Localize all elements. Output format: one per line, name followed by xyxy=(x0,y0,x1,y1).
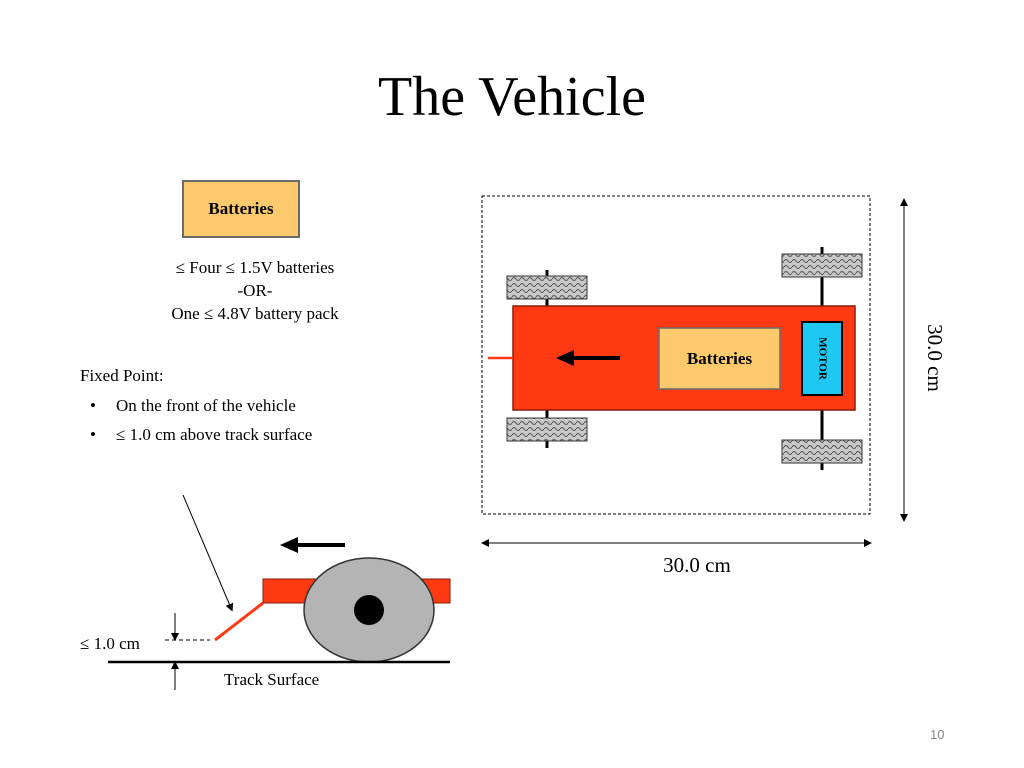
battery-note-2: -OR- xyxy=(237,281,273,300)
batteries-box-label: Batteries xyxy=(208,199,274,218)
rear-left-wheel xyxy=(781,253,863,278)
battery-note-1: ≤ Four ≤ 1.5V batteries xyxy=(175,258,335,277)
slide-title: The Vehicle xyxy=(378,66,646,128)
batteries-box: Batteries xyxy=(182,180,300,238)
side-direction-arrow-head xyxy=(280,537,298,553)
side-view-diagram: ≤ 1.0 cm Track Surface xyxy=(80,494,451,690)
side-height-label: ≤ 1.0 cm xyxy=(80,634,140,653)
fixed-point-list: On the front of the vehicle ≤ 1.0 cm abo… xyxy=(88,394,316,452)
side-fixed-point xyxy=(214,601,264,642)
battery-notes: ≤ Four ≤ 1.5V batteries -OR- One ≤ 4.8V … xyxy=(110,256,400,325)
height-label: 30.0 cm xyxy=(923,324,947,392)
slide-number: 10 xyxy=(930,727,945,742)
boundary-box xyxy=(481,195,871,515)
width-label: 30.0 cm xyxy=(663,553,731,577)
direction-arrow-head xyxy=(556,350,574,366)
front-right-wheel xyxy=(506,417,588,442)
fixed-point-item-1: On the front of the vehicle xyxy=(88,394,316,417)
motor-label: MOTOR xyxy=(816,337,828,381)
rear-right-wheel xyxy=(781,439,863,464)
fixed-point-item-2: ≤ 1.0 cm above track surface xyxy=(88,423,316,446)
battery-note-3: One ≤ 4.8V battery pack xyxy=(171,304,339,323)
front-left-wheel xyxy=(506,275,588,300)
top-batteries-label: Batteries xyxy=(687,349,753,368)
side-wheel-hub xyxy=(354,595,384,625)
motor xyxy=(801,321,843,396)
fixed-point-heading: Fixed Point: xyxy=(80,366,164,385)
track-surface-label: Track Surface xyxy=(224,670,319,689)
top-view-diagram: Batteries MOTOR 30.0 cm 30.0 cm xyxy=(481,195,947,577)
top-batteries xyxy=(658,327,781,390)
fixed-point-callout-arrow xyxy=(182,494,234,612)
